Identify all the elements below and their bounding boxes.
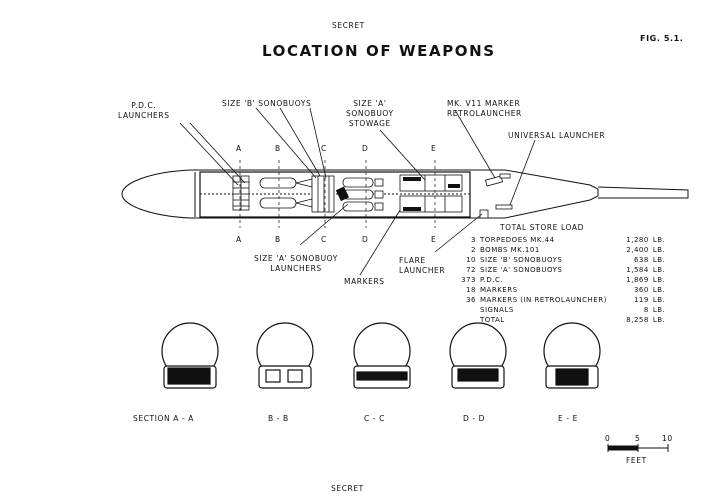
store-load-item: SIGNALS <box>480 306 514 314</box>
universal-launcher-label: UNIVERSAL LAUNCHER <box>508 131 606 140</box>
store-load-unit: LB. <box>652 286 666 294</box>
store-load-weight: 360 <box>633 286 649 294</box>
store-load-item: SIZE 'A' SONOBUOYS <box>480 266 563 274</box>
store-load-item: TOTAL <box>480 316 505 324</box>
scale-unit: FEET <box>626 456 647 465</box>
store-load-item: TORPEDOES MK.44 <box>480 236 555 244</box>
section-letter-a-bottom: A <box>236 235 242 244</box>
store-load-item: P.D.C. <box>480 276 504 284</box>
section-letter-d-top: D <box>362 144 369 153</box>
store-load-item: MARKERS (IN RETROLAUNCHER) <box>480 296 607 304</box>
section-caption-d: D - D <box>463 414 486 423</box>
store-load-weight: 8,258 <box>626 316 649 324</box>
header-classification: SECRET <box>332 21 365 30</box>
section-c-c <box>353 322 411 389</box>
section-caption-e: E - E <box>558 414 578 423</box>
store-load-weight: 119 <box>633 296 649 304</box>
footer-classification: SECRET <box>331 484 364 493</box>
store-load-qty <box>456 305 478 315</box>
scale-bar <box>607 444 669 452</box>
section-letter-b-bottom: B <box>275 235 281 244</box>
store-load-weight: 1,869 <box>626 276 649 284</box>
store-load-qty: 18 <box>466 286 476 294</box>
store-load-unit: LB. <box>652 246 666 254</box>
pdc-launchers-label: P.D.C.LAUNCHERS <box>118 101 170 120</box>
store-load-unit: LB. <box>652 236 666 244</box>
section-letter-d-bottom: D <box>362 235 369 244</box>
page-title: LOCATION OF WEAPONS <box>262 42 496 60</box>
store-load-weight: 638 <box>633 256 649 264</box>
section-caption-b: B - B <box>268 414 289 423</box>
section-letter-c-top: C <box>321 144 327 153</box>
flare-launcher <box>479 209 489 219</box>
scale-tick-0: 0 <box>605 434 611 443</box>
store-load-qty: 72 <box>466 266 476 274</box>
cross-sections <box>161 322 601 389</box>
store-load-unit: LB. <box>652 276 666 284</box>
store-load-weight: 8 <box>643 306 649 314</box>
section-a-a <box>161 322 219 389</box>
stores-cylinders <box>259 175 384 213</box>
store-load-item: MARKERS <box>480 286 518 294</box>
size-b-sonobuoys-label: SIZE 'B' SONOBUOYS <box>222 99 312 108</box>
store-load-item: SIZE 'B' SONOBUOYS <box>480 256 563 264</box>
store-load-unit: LB. <box>652 316 666 324</box>
section-b-b <box>256 322 314 389</box>
retrolauncher <box>485 175 503 187</box>
markers-label: MARKERS <box>344 277 385 286</box>
figure-number: FIG. 5.1. <box>640 34 684 43</box>
fuselage-outline <box>121 169 599 219</box>
store-load-weight: 1,280 <box>626 236 649 244</box>
tail-boom <box>597 186 689 199</box>
section-caption-c: C - C <box>364 414 385 423</box>
store-load-unit: LB. <box>652 256 666 264</box>
pdc-launcher-racks <box>232 175 250 211</box>
universal-launcher <box>495 204 513 210</box>
section-caption-a: SECTION A - A <box>133 414 194 423</box>
store-load-weight: 1,584 <box>626 266 649 274</box>
section-letter-a-top: A <box>236 144 242 153</box>
store-load-qty: 36 <box>466 296 476 304</box>
section-e-e <box>543 322 601 389</box>
section-letter-c-bottom: C <box>321 235 327 244</box>
store-load-qty <box>456 315 478 325</box>
section-letter-e-bottom: E <box>431 235 437 244</box>
section-letter-e-top: E <box>431 144 437 153</box>
store-load-unit: LB. <box>652 296 666 304</box>
store-load-item: BOMBS MK.101 <box>480 246 540 254</box>
section-letter-b-top: B <box>275 144 281 153</box>
store-load-qty: 373 <box>461 276 476 284</box>
store-load-qty: 3 <box>471 236 476 244</box>
store-load-unit: LB. <box>652 266 666 274</box>
scale-tick-5: 5 <box>635 434 641 443</box>
store-load-unit: LB. <box>652 306 666 314</box>
store-load-weight: 2,400 <box>626 246 649 254</box>
store-load-qty: 10 <box>466 256 476 264</box>
store-load-title: TOTAL STORE LOAD <box>500 223 584 232</box>
marker-stowage <box>335 186 350 202</box>
store-load-qty: 2 <box>471 246 476 254</box>
scale-tick-10: 10 <box>662 434 673 443</box>
section-d-d <box>449 322 507 389</box>
